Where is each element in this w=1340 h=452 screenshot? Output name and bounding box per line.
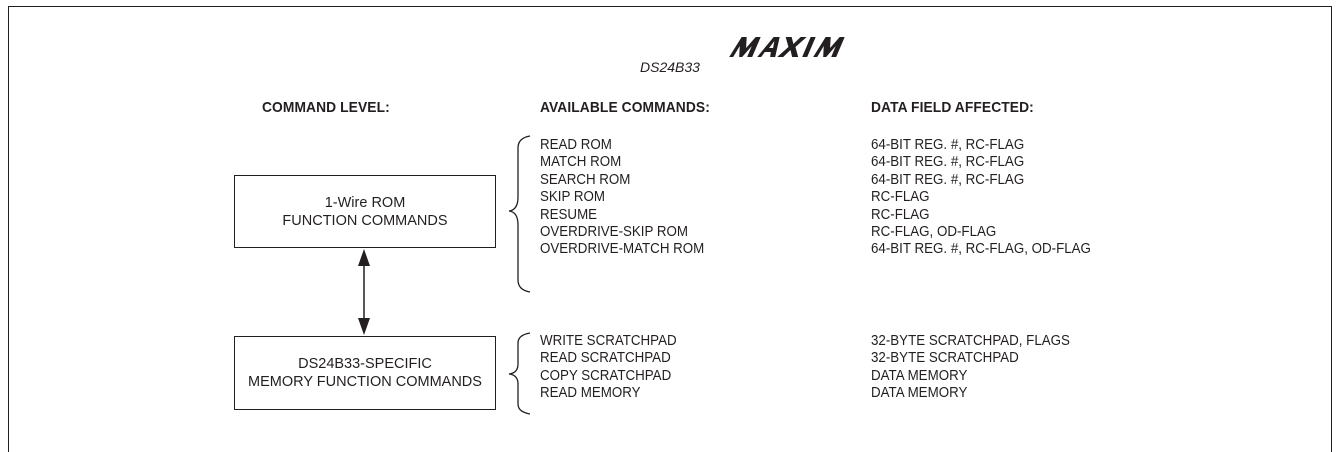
list-item: 64-BIT REG. #, RC-FLAG <box>871 137 1025 153</box>
rom-data-field-list: 64-BIT REG. #, RC-FLAG 64-BIT REG. #, RC… <box>871 137 1110 259</box>
rom-function-commands-box: 1-Wire ROM FUNCTION COMMANDS <box>234 175 496 248</box>
list-item: DATA MEMORY <box>871 367 968 384</box>
list-item: READ SCRATCHPAD <box>540 350 671 367</box>
list-item: RC-FLAG <box>871 189 930 206</box>
available-commands-header: AVAILABLE COMMANDS: <box>540 99 710 116</box>
memory-command-list: WRITE SCRATCHPAD READ SCRATCHPAD COPY SC… <box>540 333 689 403</box>
list-item: MATCH ROM <box>540 154 622 171</box>
memory-commands-brace-icon <box>508 332 531 415</box>
list-item: RC-FLAG <box>871 206 930 223</box>
list-item: OVERDRIVE-SKIP ROM <box>540 224 689 241</box>
data-field-affected-header: DATA FIELD AFFECTED: <box>871 99 1034 116</box>
figure-frame <box>8 6 1332 452</box>
command-level-header: COMMAND LEVEL: <box>262 99 390 116</box>
list-item: 64-BIT REG. #, RC-FLAG <box>871 171 1025 188</box>
memory-data-field-list: 32-BYTE SCRATCHPAD, FLAGS 32-BYTE SCRATC… <box>871 333 1087 403</box>
list-item: READ MEMORY <box>540 385 641 402</box>
list-item: RESUME <box>540 206 598 223</box>
list-item: WRITE SCRATCHPAD <box>540 333 677 349</box>
rom-command-list: READ ROM MATCH ROM SEARCH ROM SKIP ROM R… <box>540 137 719 259</box>
maxim-logo <box>729 37 845 57</box>
list-item: 64-BIT REG. #, RC-FLAG <box>871 154 1025 171</box>
memory-function-commands-box: DS24B33-SPECIFIC MEMORY FUNCTION COMMAND… <box>234 336 496 410</box>
memory-box-line2: MEMORY FUNCTION COMMANDS <box>248 374 482 390</box>
list-item: READ ROM <box>540 137 612 153</box>
list-item: 32-BYTE SCRATCHPAD <box>871 350 1019 367</box>
list-item: RC-FLAG, OD-FLAG <box>871 224 997 241</box>
rom-box-line2: FUNCTION COMMANDS <box>282 212 448 229</box>
rom-box-line1: 1-Wire ROM <box>324 194 406 211</box>
list-item: COPY SCRATCHPAD <box>540 367 672 384</box>
list-item: DATA MEMORY <box>871 385 968 402</box>
list-item: 32-BYTE SCRATCHPAD, FLAGS <box>871 333 1070 349</box>
list-item: 64-BIT REG. #, RC-FLAG, OD-FLAG <box>871 241 1091 258</box>
double-arrow-icon <box>358 249 370 335</box>
list-item: SEARCH ROM <box>540 171 631 188</box>
memory-box-line1: DS24B33-SPECIFIC <box>298 356 432 372</box>
list-item: SKIP ROM <box>540 189 605 206</box>
part-number: DS24B33 <box>640 59 700 75</box>
rom-commands-brace-icon <box>508 135 531 293</box>
list-item: OVERDRIVE-MATCH ROM <box>540 241 705 258</box>
